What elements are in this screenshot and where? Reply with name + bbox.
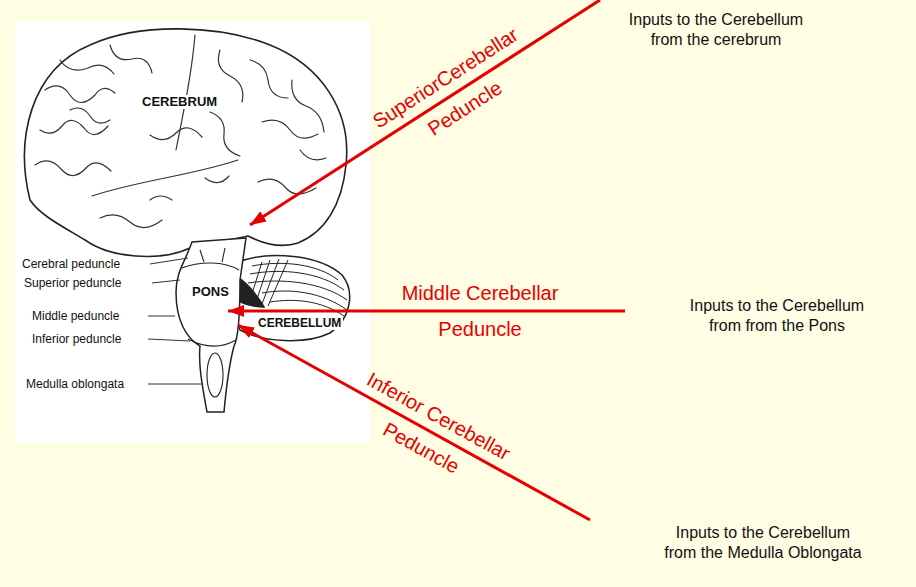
cerebellum — [234, 256, 350, 341]
cerebrum-gyri — [218, 50, 242, 102]
cerebellum — [270, 300, 344, 316]
structure-label: Inferior peduncle — [30, 332, 123, 346]
input-note: Inputs to the Cerebellum from the cerebr… — [620, 10, 812, 50]
structure-label: PONS — [190, 285, 231, 299]
structure-label: Medulla oblongata — [24, 377, 126, 391]
brainstem — [182, 248, 239, 397]
structure-label: Cerebral peduncle — [20, 257, 122, 271]
cerebrum-gyri — [262, 120, 318, 138]
cerebrum-gyri — [35, 161, 111, 176]
brainstem — [200, 250, 204, 262]
cerebellum — [262, 291, 347, 310]
peduncle-label: SuperiorCerebellar Peduncle — [351, 9, 558, 178]
cerebrum-gyri — [292, 80, 324, 132]
cerebellum — [250, 271, 344, 290]
cerebrum-gyri — [176, 35, 195, 150]
cerebrum-gyri — [205, 176, 229, 183]
leader-line — [152, 280, 180, 283]
cerebrum-gyri — [60, 60, 114, 74]
cerebellum — [262, 259, 279, 304]
cerebellum — [234, 256, 350, 341]
cerebrum-gyri — [210, 112, 240, 156]
cerebrum-gyri — [70, 108, 110, 123]
leader-line — [148, 316, 175, 317]
brainstem — [176, 238, 246, 412]
cerebellum — [268, 260, 288, 306]
leader-line — [150, 258, 188, 264]
red-arrow — [228, 0, 625, 520]
peduncle-label: Inferior Cerebellar Peduncle — [325, 352, 535, 511]
structure-label: Superior peduncle — [22, 276, 123, 290]
cerebrum-outline — [25, 29, 347, 257]
leader-line — [148, 258, 203, 384]
input-note: Inputs to the Cerebellum from the Medull… — [646, 523, 880, 563]
cerebrum-gyri — [150, 196, 172, 200]
cerebrum-outline — [25, 29, 347, 257]
cerebrum-gyri — [45, 86, 115, 103]
structure-label: CEREBELLUM — [256, 316, 343, 330]
input-note: Inputs to the Cerebellum from from the P… — [679, 296, 875, 336]
cerebrum-gyri — [110, 45, 152, 73]
red-arrow — [250, 0, 600, 225]
brainstem — [222, 248, 225, 262]
cerebellum — [248, 281, 347, 300]
cerebrum-gyri — [250, 60, 288, 98]
leader-line — [148, 384, 203, 385]
structure-label: CEREBRUM — [140, 95, 219, 109]
brainstem — [207, 353, 223, 397]
cerebrum-gyri — [35, 35, 326, 228]
cerebellum — [256, 260, 270, 302]
leader-line — [148, 339, 190, 341]
cerebrum-gyri — [100, 215, 162, 228]
brainstem — [182, 263, 239, 270]
peduncle-label: Middle Cerebellar Peduncle — [380, 275, 580, 347]
cerebrum-gyri — [150, 128, 202, 140]
red-arrow — [228, 310, 625, 313]
brainstem — [176, 238, 246, 412]
red-arrow — [238, 325, 590, 520]
cerebrum-gyri — [92, 160, 238, 196]
illustration-panel — [15, 22, 370, 442]
structure-label: Middle peduncle — [30, 309, 121, 323]
brainstem — [188, 339, 236, 346]
cerebrum-gyri — [300, 150, 326, 160]
